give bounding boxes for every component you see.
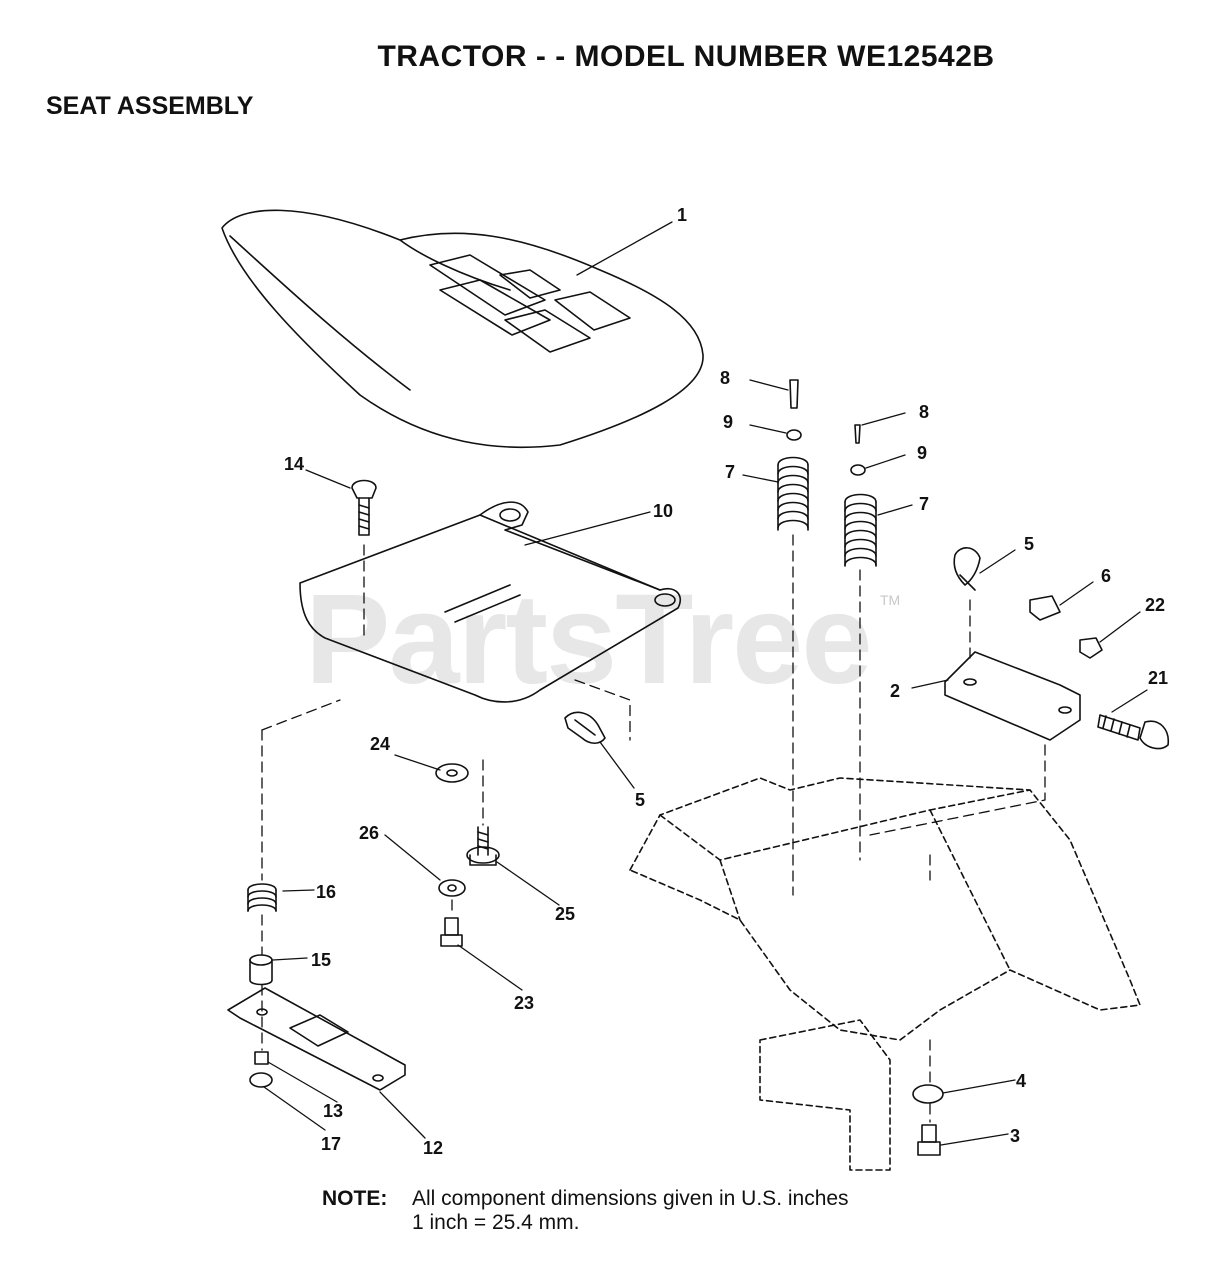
dimension-note: NOTE: All component dimensions given in U… xyxy=(322,1187,849,1235)
callout-5-lower: 5 xyxy=(635,790,645,810)
part-bolt-3 xyxy=(917,1124,941,1156)
callout-9-left: 9 xyxy=(723,412,733,432)
part-washer-17 xyxy=(249,1072,273,1088)
callout-7-right: 7 xyxy=(919,494,929,514)
callout-15: 15 xyxy=(311,950,331,970)
assembly-lines xyxy=(261,534,1046,1123)
part-knob-upper xyxy=(953,547,981,591)
part-fender xyxy=(629,777,1141,1171)
part-washer-26 xyxy=(438,879,466,897)
part-bolt-23 xyxy=(440,917,463,947)
callout-21: 21 xyxy=(1148,668,1168,688)
part-spring-16 xyxy=(247,883,277,912)
part-spacer-15 xyxy=(249,954,273,986)
callout-7-left: 7 xyxy=(725,462,735,482)
callout-2: 2 xyxy=(890,681,900,701)
callout-14: 14 xyxy=(284,454,304,474)
callout-8-left: 8 xyxy=(720,368,730,388)
callout-3: 3 xyxy=(1010,1126,1020,1146)
part-nut-22 xyxy=(1079,637,1103,659)
callout-16: 16 xyxy=(316,882,336,902)
page-title: TRACTOR - - MODEL NUMBER WE12542B xyxy=(377,40,995,73)
callout-6: 6 xyxy=(1101,566,1111,586)
leader-lines xyxy=(263,221,1148,1146)
note-text: All component dimensions given in U.S. i… xyxy=(412,1187,849,1235)
callout-17: 17 xyxy=(321,1134,341,1154)
note-label: NOTE: xyxy=(322,1187,388,1210)
part-washer-4 xyxy=(912,1084,944,1104)
partstree-watermark: PartsTree xyxy=(305,568,872,711)
callout-22: 22 xyxy=(1145,595,1165,615)
callout-9-right: 9 xyxy=(917,443,927,463)
part-nut-6 xyxy=(1029,595,1061,621)
part-carriage-bolt xyxy=(351,479,377,536)
part-seat-pan xyxy=(299,501,682,703)
callout-23: 23 xyxy=(514,993,534,1013)
part-nut-13 xyxy=(254,1051,269,1065)
part-spring-7-left xyxy=(777,456,809,531)
part-seat xyxy=(221,209,704,449)
part-washer-24 xyxy=(435,763,469,783)
callout-10: 10 xyxy=(653,501,673,521)
part-pin-8-left xyxy=(789,379,799,409)
note-line-2: 1 inch = 25.4 mm. xyxy=(412,1211,580,1234)
part-washer-9-right xyxy=(850,464,866,476)
part-bracket-2 xyxy=(944,651,1081,741)
callout-24: 24 xyxy=(370,734,390,754)
part-washer-9-left xyxy=(786,429,802,441)
part-knob-lower xyxy=(564,711,606,745)
part-bolt-21 xyxy=(1097,714,1170,750)
trademark-mark: TM xyxy=(880,592,901,608)
callout-26: 26 xyxy=(359,823,379,843)
part-pin-8-right xyxy=(854,424,861,444)
callout-5-upper: 5 xyxy=(1024,534,1034,554)
callout-4: 4 xyxy=(1016,1071,1026,1091)
callout-12: 12 xyxy=(423,1138,443,1158)
callout-25: 25 xyxy=(555,904,575,924)
callout-8-right: 8 xyxy=(919,402,929,422)
callout-1: 1 xyxy=(677,205,687,225)
part-spring-7-right xyxy=(844,493,877,567)
note-line-1: All component dimensions given in U.S. i… xyxy=(412,1187,849,1210)
section-title: SEAT ASSEMBLY xyxy=(46,92,254,120)
callout-13: 13 xyxy=(323,1101,343,1121)
part-bolt-25 xyxy=(466,826,500,866)
